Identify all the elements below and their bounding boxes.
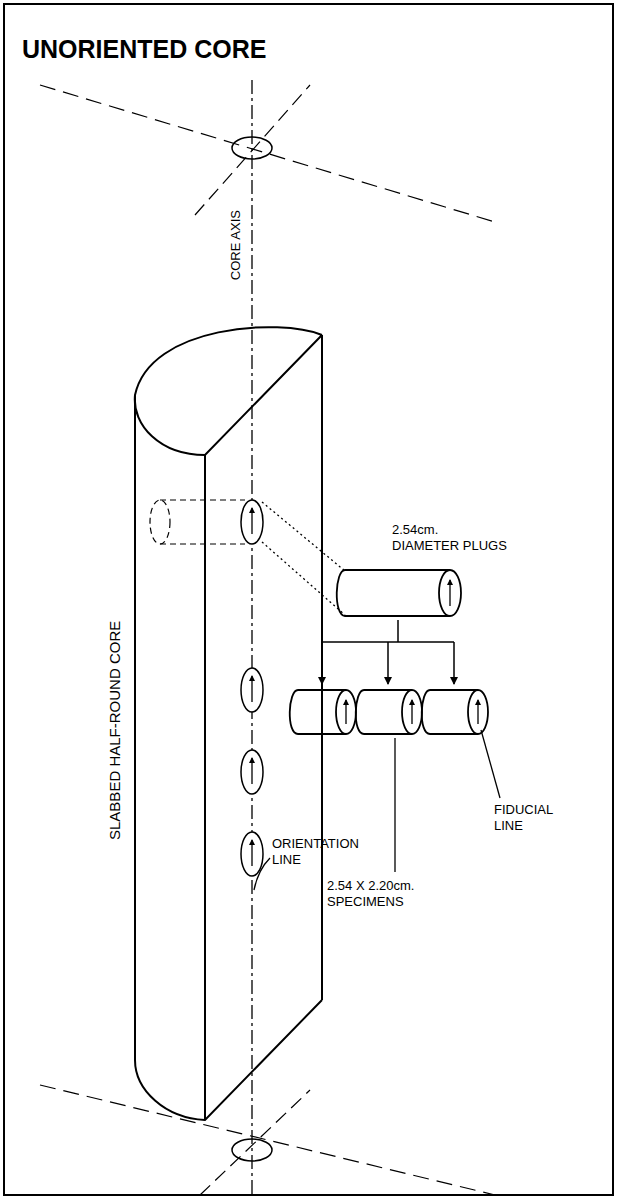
reference-line bbox=[200, 1090, 310, 1195]
plug-hole bbox=[241, 500, 263, 876]
leader-line bbox=[254, 730, 500, 890]
axis-ellipse bbox=[232, 1139, 272, 1161]
fiducial-label: FIDUCIAL LINE bbox=[494, 802, 553, 835]
orientation-label: ORIENTATION LINE bbox=[272, 836, 359, 869]
hidden-plug bbox=[150, 500, 245, 544]
axis-label: CORE AXIS bbox=[228, 210, 244, 280]
reference-line bbox=[195, 85, 310, 215]
specimen-label: 2.54 X 2.20cm. SPECIMENS bbox=[327, 878, 414, 911]
axis-ellipse bbox=[232, 137, 272, 159]
split-arrows bbox=[322, 620, 454, 684]
core-label: SLABBED HALF-ROUND CORE bbox=[107, 620, 126, 839]
projection-line bbox=[262, 502, 345, 615]
figure-title: UNORIENTED CORE bbox=[22, 34, 266, 65]
core-axis bbox=[251, 80, 252, 1195]
specimen-cylinder bbox=[290, 690, 488, 734]
half-round-core bbox=[135, 327, 322, 1120]
reference-line bbox=[40, 85, 495, 222]
frame bbox=[4, 4, 613, 1195]
plug-label: 2.54cm. DIAMETER PLUGS bbox=[392, 522, 507, 555]
plug-cylinder bbox=[337, 570, 461, 616]
reference-line bbox=[40, 1085, 495, 1195]
fiducial-arrow bbox=[251, 508, 252, 866]
